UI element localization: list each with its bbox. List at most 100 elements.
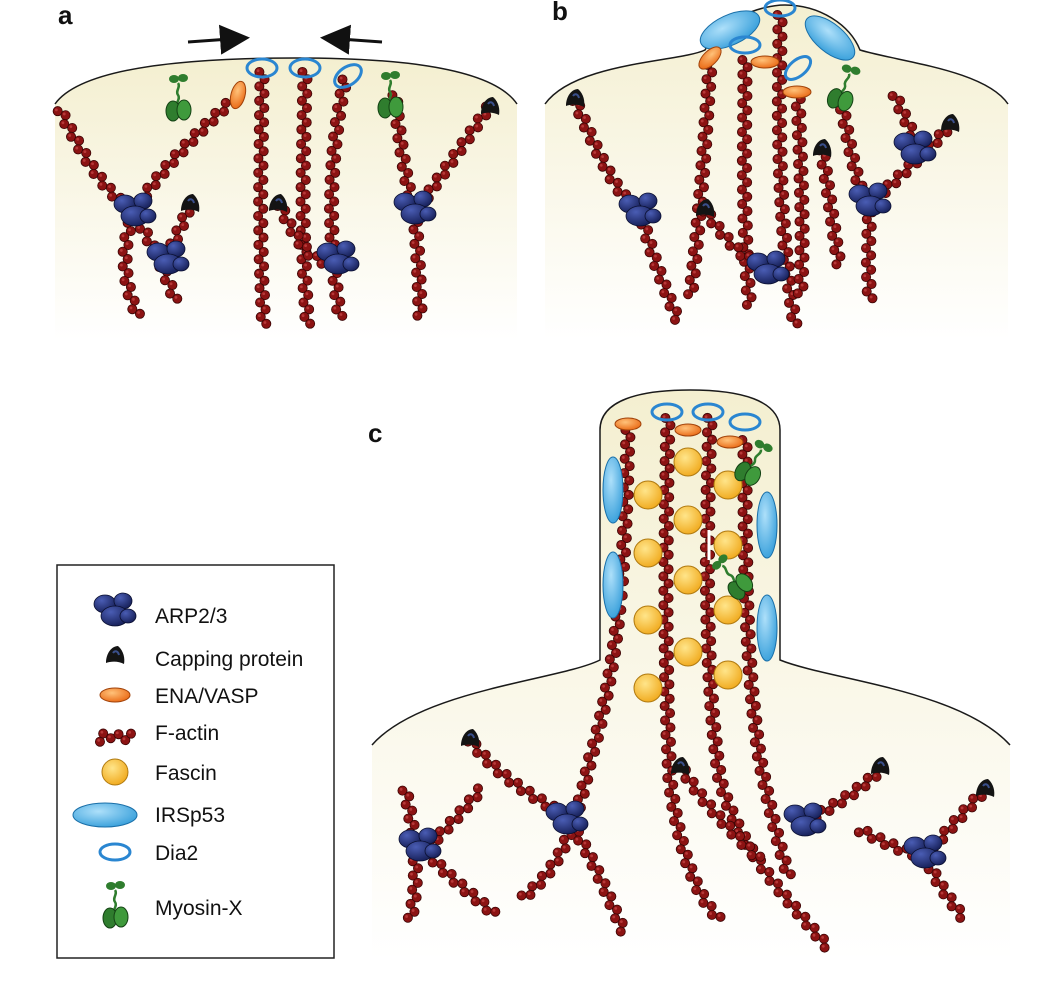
fascin: [713, 530, 743, 560]
arp23-complex: [113, 192, 157, 227]
irsp53: [756, 594, 778, 662]
legend-item-irsp53: IRSp53: [72, 802, 225, 828]
fascin: [673, 637, 703, 667]
f-actin-filament: [736, 54, 757, 310]
fascin: [713, 595, 743, 625]
arrow-left: [320, 24, 383, 55]
capping-protein: [671, 757, 690, 775]
legend-item-enavasp: ENA/VASP: [99, 685, 258, 708]
legend-box: [56, 564, 335, 959]
dia2-group-c: [650, 402, 762, 432]
dia2-group-a: [245, 57, 363, 89]
dia2-group-b: [728, 0, 813, 81]
legend-item-dia2: Dia2: [98, 842, 198, 865]
capping-protein: [269, 194, 288, 212]
arp23-complex: [903, 834, 947, 869]
capping-protein: [941, 114, 960, 132]
f-actin-filament: [771, 9, 803, 329]
ena-vasp: [229, 80, 247, 110]
capping-protein: [566, 89, 585, 107]
f-actin-filament: [790, 87, 810, 299]
myosin-x-icon: [102, 881, 129, 929]
ena-vasp: [716, 435, 744, 449]
capping-protein: [871, 757, 890, 775]
capping-protein: [976, 779, 995, 797]
panel-label-a: a: [58, 0, 73, 30]
arp23-complex: [893, 130, 937, 165]
ena-vasp-icon: [99, 687, 131, 703]
dia2: [245, 57, 279, 79]
legend-item-capping: Capping protein: [106, 646, 303, 671]
ena-vasp: [698, 46, 722, 70]
panel-c: c: [368, 389, 1011, 960]
capping-protein: [813, 139, 832, 157]
legend-label: ARP2/3: [155, 605, 227, 628]
f-actin-filament: [94, 728, 136, 747]
irsp53: [804, 15, 856, 61]
legend-item-fascin: Fascin: [101, 758, 217, 786]
f-actin-filament: [253, 66, 272, 329]
arrow-right: [187, 24, 250, 55]
legend-item-myosinx: Myosin-X: [102, 881, 243, 929]
f-actin-filament: [407, 210, 428, 321]
irsp53-group-b: [699, 10, 856, 61]
capping-protein: [481, 97, 500, 115]
fascin: [713, 660, 743, 690]
capping-protein-icon: [106, 646, 125, 664]
myosin-x: [734, 439, 773, 486]
arp23-complex: [746, 250, 790, 285]
capping-protein: [696, 199, 715, 217]
irsp53: [602, 551, 624, 619]
arp23-complex: [545, 800, 589, 835]
irsp53: [602, 456, 624, 524]
panel-b: b: [544, 0, 1009, 340]
ena-vasp: [750, 55, 780, 69]
ena-vasp: [674, 423, 702, 437]
f-actin-filament: [672, 761, 766, 862]
irsp53: [756, 491, 778, 559]
legend-label: Myosin-X: [155, 897, 243, 920]
myosin-x: [377, 71, 404, 119]
arp23-complex: [848, 182, 892, 217]
fascin: [673, 565, 703, 595]
capping-protein: [181, 194, 200, 212]
panel-label-c: c: [368, 418, 382, 448]
dia2: [650, 402, 684, 422]
f-actin-filament: [737, 435, 796, 880]
legend-label: ENA/VASP: [155, 685, 258, 708]
legend-label: IRSp53: [155, 804, 225, 827]
legend-item-arp23: ARP2/3: [93, 592, 227, 628]
myosin-x: [826, 64, 861, 112]
dia2: [691, 402, 725, 422]
irsp53-group-c: [602, 456, 778, 662]
dia2: [333, 63, 363, 89]
fascin: [673, 447, 703, 477]
dia2: [288, 57, 322, 79]
legend-item-factin: F-actin: [94, 722, 219, 747]
legend-label: F-actin: [155, 722, 219, 745]
dia2: [783, 55, 813, 81]
dia2: [728, 35, 762, 55]
arp23-complex: [146, 240, 190, 275]
membrane-c: [372, 390, 1010, 960]
fascin-icon: [101, 758, 129, 786]
dia2-icon: [98, 842, 132, 862]
fascin: [633, 480, 663, 510]
ena-vasp: [782, 85, 812, 99]
legend-label: Capping protein: [155, 648, 303, 671]
arp23-complex: [783, 802, 827, 837]
myosin-x: [165, 74, 192, 122]
f-actin-filament: [423, 783, 483, 856]
irsp53-icon: [72, 802, 138, 828]
fascin: [633, 605, 663, 635]
f-actin-filament: [557, 811, 628, 937]
myosin-x: [712, 554, 754, 600]
f-actin-icon: [94, 728, 136, 747]
panel-label-b: b: [552, 0, 568, 26]
arp23-complex: [393, 190, 437, 225]
arp23-complex: [316, 240, 360, 275]
arp23-icon: [93, 592, 137, 627]
irsp53: [699, 10, 761, 50]
fascin: [713, 470, 743, 500]
legend-label: Fascin: [155, 762, 217, 785]
